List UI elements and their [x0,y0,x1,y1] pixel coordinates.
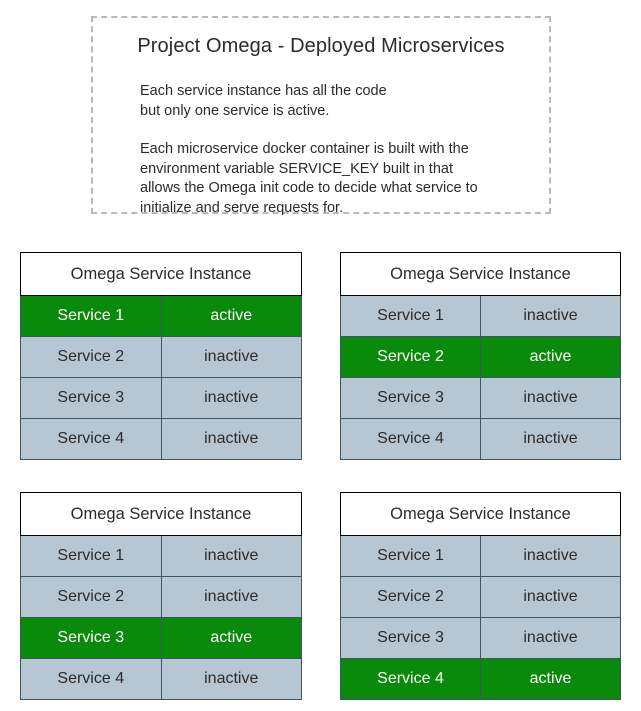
service-name-cell: Service 4 [20,658,162,700]
service-name-cell: Service 3 [20,617,162,659]
service-instance-table-2: Omega Service Instance Service 1 inactiv… [340,252,621,460]
status-badge: active [480,658,621,700]
service-name-cell: Service 3 [340,377,481,419]
status-badge: inactive [480,377,621,419]
table-row[interactable]: Service 4 inactive [340,418,621,460]
description-line: allows the Omega init code to decide wha… [140,180,478,196]
table-row[interactable]: Service 1 inactive [20,535,302,577]
status-badge: inactive [160,576,302,618]
table-row[interactable]: Service 4 active [340,658,621,700]
service-name-cell: Service 2 [340,336,481,378]
info-panel: Project Omega - Deployed Microservices E… [91,16,551,216]
status-badge: inactive [480,535,621,577]
table-row[interactable]: Service 3 active [20,617,302,659]
description-line: initialize and serve requests for. [140,199,344,216]
instance-header-label: Omega Service Instance [340,492,621,536]
status-badge: active [160,295,302,337]
service-name-cell: Service 3 [20,377,162,419]
status-badge: inactive [160,377,302,419]
service-name-cell: Service 2 [20,336,162,378]
service-name-cell: Service 3 [340,617,481,659]
table-row[interactable]: Service 1 inactive [340,295,621,337]
table-header-row: Omega Service Instance [20,492,302,536]
table-row[interactable]: Service 2 active [340,336,621,378]
table-row[interactable]: Service 2 inactive [20,576,302,618]
service-name-cell: Service 4 [20,418,162,460]
description-line: but only one service is active. [140,102,330,119]
status-badge: inactive [160,336,302,378]
description-line: environment variable SERVICE_KEY built i… [140,160,453,177]
service-name-cell: Service 1 [340,295,481,337]
table-header-row: Omega Service Instance [340,252,621,296]
service-name-cell: Service 1 [20,535,162,577]
description-line: Each microservice docker container is bu… [140,141,469,157]
service-name-cell: Service 1 [340,535,481,577]
page-title: Project Omega - Deployed Microservices [137,35,505,57]
status-badge: inactive [160,535,302,577]
table-row[interactable]: Service 2 inactive [340,576,621,618]
table-row[interactable]: Service 3 inactive [340,617,621,659]
status-badge: inactive [480,617,621,659]
table-row[interactable]: Service 2 inactive [20,336,302,378]
status-badge: active [160,617,302,659]
table-header-row: Omega Service Instance [340,492,621,536]
service-instance-table-1: Omega Service Instance Service 1 active … [20,252,302,460]
status-badge: active [480,336,621,378]
status-badge: inactive [480,295,621,337]
status-badge: inactive [160,658,302,700]
table-row[interactable]: Service 4 inactive [20,658,302,700]
service-name-cell: Service 1 [20,295,162,337]
status-badge: inactive [480,576,621,618]
service-name-cell: Service 4 [340,418,481,460]
table-header-row: Omega Service Instance [20,252,302,296]
table-row[interactable]: Service 1 inactive [340,535,621,577]
table-row[interactable]: Service 1 active [20,295,302,337]
instance-header-label: Omega Service Instance [20,492,302,536]
table-row[interactable]: Service 3 inactive [20,377,302,419]
description-paragraph-2: Each microservice docker container is bu… [140,140,535,218]
service-name-cell: Service 4 [340,658,481,700]
table-row[interactable]: Service 4 inactive [20,418,302,460]
description-line: Each service instance has all the code [140,83,387,99]
description-paragraph-1: Each service instance has all the code b… [140,82,535,121]
service-name-cell: Service 2 [20,576,162,618]
status-badge: inactive [480,418,621,460]
service-instance-table-3: Omega Service Instance Service 1 inactiv… [20,492,302,700]
status-badge: inactive [160,418,302,460]
service-instance-table-4: Omega Service Instance Service 1 inactiv… [340,492,621,700]
service-name-cell: Service 2 [340,576,481,618]
table-row[interactable]: Service 3 inactive [340,377,621,419]
instance-header-label: Omega Service Instance [340,252,621,296]
instance-header-label: Omega Service Instance [20,252,302,296]
